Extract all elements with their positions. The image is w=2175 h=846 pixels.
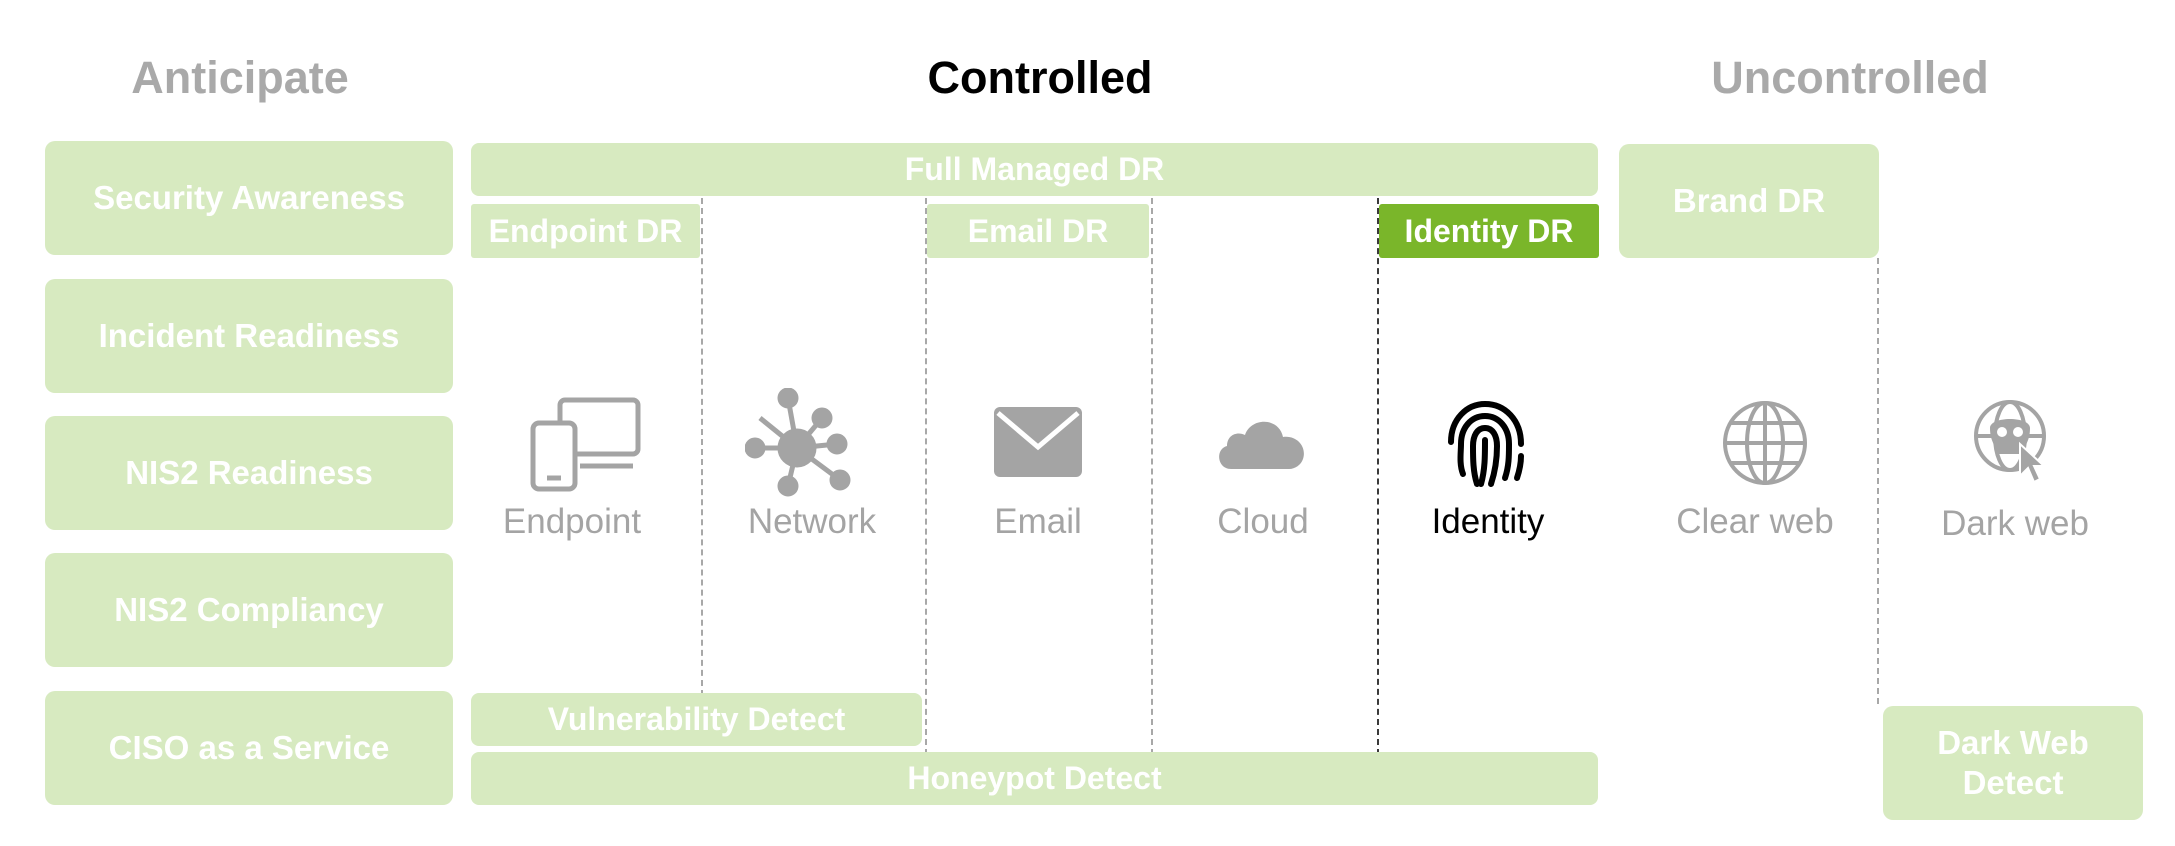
network-icon bbox=[745, 388, 851, 497]
uncontrolled-header: Uncontrolled bbox=[1711, 52, 1989, 103]
channel-label-email: Email bbox=[994, 502, 1082, 541]
email-dr-box: Email DR bbox=[927, 204, 1149, 258]
dark-web-detect-box: Dark Web Detect bbox=[1883, 706, 2143, 820]
nis2-compliancy-box: NIS2 Compliancy bbox=[45, 553, 453, 667]
channel-label-network: Network bbox=[747, 502, 877, 541]
vulnerability-detect-box: Vulnerability Detect bbox=[471, 693, 922, 746]
ciso-as-a-service-box: CISO as a Service bbox=[45, 691, 453, 805]
separator-cloud-identity bbox=[1377, 198, 1379, 755]
channel-label-endpoint: Endpoint bbox=[502, 502, 642, 541]
nis2-readiness-box: NIS2 Readiness bbox=[45, 416, 453, 530]
incident-readiness-box: Incident Readiness bbox=[45, 279, 453, 393]
dark-web-globe-icon bbox=[1974, 400, 2047, 484]
separator-network-email bbox=[925, 198, 927, 755]
devices-icon bbox=[530, 397, 641, 492]
envelope-icon bbox=[994, 407, 1082, 477]
anticipate-header: Anticipate bbox=[131, 52, 349, 103]
identity-dr-box: Identity DR bbox=[1379, 204, 1599, 258]
channel-label-clear-web: Clear web bbox=[1676, 502, 1834, 541]
honeypot-detect-box: Honeypot Detect bbox=[471, 752, 1598, 805]
cloud-icon bbox=[1219, 421, 1304, 469]
separator-email-cloud bbox=[1151, 198, 1153, 755]
fingerprint-icon bbox=[1448, 400, 1524, 487]
full-managed-dr-box: Full Managed DR bbox=[471, 143, 1598, 196]
brand-dr-box: Brand DR bbox=[1619, 144, 1879, 258]
separator-clearweb-darkweb bbox=[1877, 258, 1879, 704]
endpoint-dr-box: Endpoint DR bbox=[471, 204, 700, 258]
channel-label-cloud: Cloud bbox=[1217, 502, 1309, 541]
security-awareness-box: Security Awareness bbox=[45, 141, 453, 255]
globe-icon bbox=[1723, 401, 1807, 485]
channel-label-dark-web: Dark web bbox=[1941, 504, 2089, 543]
separator-endpoint-network bbox=[701, 198, 703, 696]
channel-label-identity: Identity bbox=[1431, 502, 1545, 541]
controlled-header: Controlled bbox=[927, 52, 1153, 103]
